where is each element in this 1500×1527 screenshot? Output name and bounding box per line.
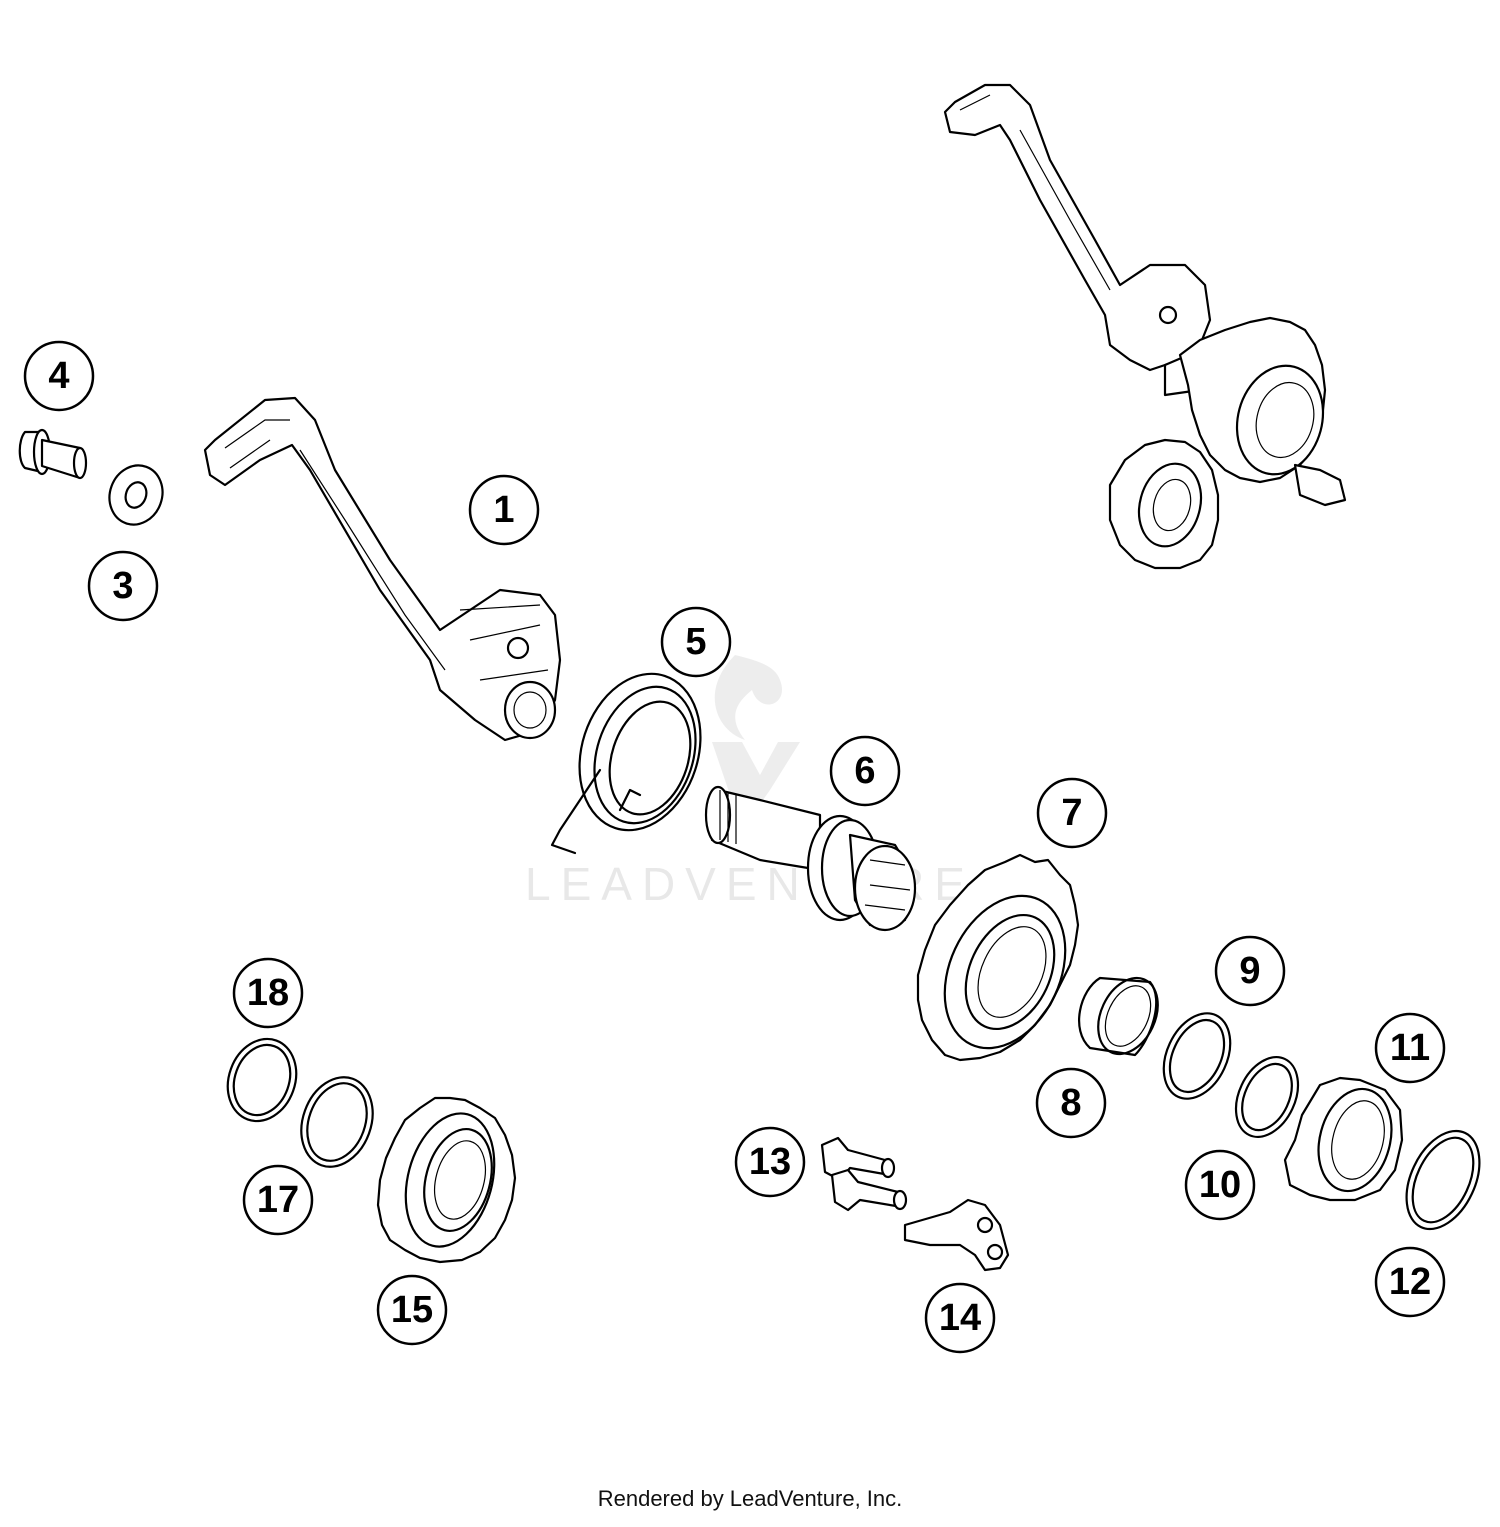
part-bolt — [18, 428, 88, 480]
part-snap-ring-12 — [1405, 1129, 1481, 1231]
callout-4[interactable]: 4 — [23, 340, 95, 412]
part-screws — [820, 1136, 908, 1212]
callout-15[interactable]: 15 — [376, 1274, 448, 1346]
part-washer-9 — [1162, 1012, 1232, 1100]
callout-18[interactable]: 18 — [232, 957, 304, 1029]
svg-text:12: 12 — [1389, 1261, 1431, 1303]
callout-11[interactable]: 11 — [1374, 1012, 1446, 1084]
part-stop-plate — [903, 1198, 1010, 1272]
svg-text:15: 15 — [391, 1289, 433, 1331]
callout-7[interactable]: 7 — [1036, 777, 1108, 849]
callout-13[interactable]: 13 — [734, 1126, 806, 1198]
svg-text:8: 8 — [1060, 1082, 1081, 1124]
svg-text:17: 17 — [257, 1179, 299, 1221]
svg-text:13: 13 — [749, 1141, 791, 1183]
callout-12[interactable]: 12 — [1374, 1246, 1446, 1318]
callout-5[interactable]: 5 — [660, 606, 732, 678]
part-snap-ring-18 — [226, 1037, 298, 1123]
svg-text:14: 14 — [939, 1297, 981, 1339]
part-kick-starter-gear — [916, 853, 1080, 1062]
callout-6[interactable]: 6 — [829, 735, 901, 807]
svg-text:1: 1 — [493, 489, 514, 531]
callout-1[interactable]: 1 — [468, 474, 540, 546]
svg-text:3: 3 — [112, 565, 133, 607]
footer-credit: Rendered by LeadVenture, Inc. — [597, 1486, 903, 1511]
callout-8[interactable]: 8 — [1035, 1067, 1107, 1139]
callout-9[interactable]: 9 — [1214, 935, 1286, 1007]
part-snap-ring-10 — [1234, 1056, 1300, 1138]
svg-text:5: 5 — [685, 621, 706, 663]
callout-10[interactable]: 10 — [1184, 1149, 1256, 1221]
callout-3[interactable]: 3 — [87, 550, 159, 622]
part-bushing — [1078, 976, 1159, 1057]
part-kick-starter-lever — [203, 396, 562, 742]
svg-text:9: 9 — [1239, 950, 1260, 992]
svg-text:7: 7 — [1061, 792, 1082, 834]
svg-text:4: 4 — [48, 355, 69, 397]
part-kick-starter-shaft — [704, 785, 917, 932]
part-intermediate-gear — [376, 1096, 517, 1264]
svg-text:18: 18 — [247, 972, 289, 1014]
part-washer-17 — [300, 1076, 374, 1168]
part-spring — [550, 672, 702, 855]
part-washer — [108, 464, 164, 526]
assembled-view — [943, 83, 1347, 570]
callout-17[interactable]: 17 — [242, 1164, 314, 1236]
svg-text:6: 6 — [854, 750, 875, 792]
svg-text:11: 11 — [1390, 1027, 1430, 1069]
svg-text:10: 10 — [1199, 1164, 1241, 1206]
callout-14[interactable]: 14 — [924, 1282, 996, 1354]
part-ratchet — [1283, 1076, 1404, 1202]
